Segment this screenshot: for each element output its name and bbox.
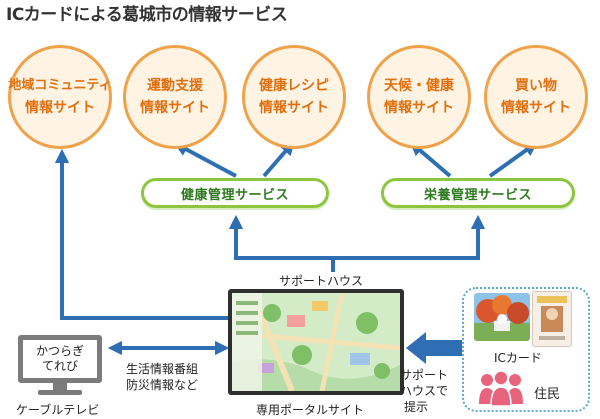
arrow-nutrition-to-weather [409,141,452,178]
ic-card-label: ICカード [494,351,542,365]
arrow-nutrition-to-shopping [488,141,538,178]
tv-screen: かつらぎ てれび [18,335,102,383]
tv-info-line2: 防災情報など [126,378,199,392]
nutrition-management-service: 栄養管理サービス [381,178,575,208]
present-line1: サポート [400,368,449,382]
residents-label: 住民 [534,387,561,402]
portal-site-screen [228,289,404,395]
arrow-portal-to-community [54,148,228,320]
arrow-health-to-exercise [173,142,237,178]
ic-card-back [532,291,572,347]
tv-base [38,390,82,395]
site-shopping: 買い物 情報サイト [484,45,588,149]
health-management-service: 健康管理サービス [141,178,329,208]
ic-card-photo [474,293,530,341]
arrow-health-to-recipe [262,140,295,178]
arrow-card-to-portal [406,332,462,364]
site-exercise: 運動支援 情報サイト [123,45,227,149]
support-house-label: サポートハウス [279,274,364,288]
site-recipe: 健康レシピ 情報サイト [242,45,346,149]
residents-icon [479,370,523,406]
portal-map-illustration [232,293,400,391]
page-title: ICカードによる葛城市の情報サービス [6,5,288,25]
site-weather-health: 天候・健康 情報サイト [367,45,471,149]
cable-tv-caption: ケーブルテレビ [16,403,100,417]
tv-stand [53,383,67,391]
site-community: 地域コミュニティ 情報サイト [8,45,112,149]
present-line3: 提示 [404,400,429,414]
tv-info-line1: 生活情報番組 [126,362,199,376]
present-line2: ハウスで [400,384,449,398]
arrow-support-to-services [234,238,480,260]
portal-caption: 専用ポータルサイト [256,403,365,417]
